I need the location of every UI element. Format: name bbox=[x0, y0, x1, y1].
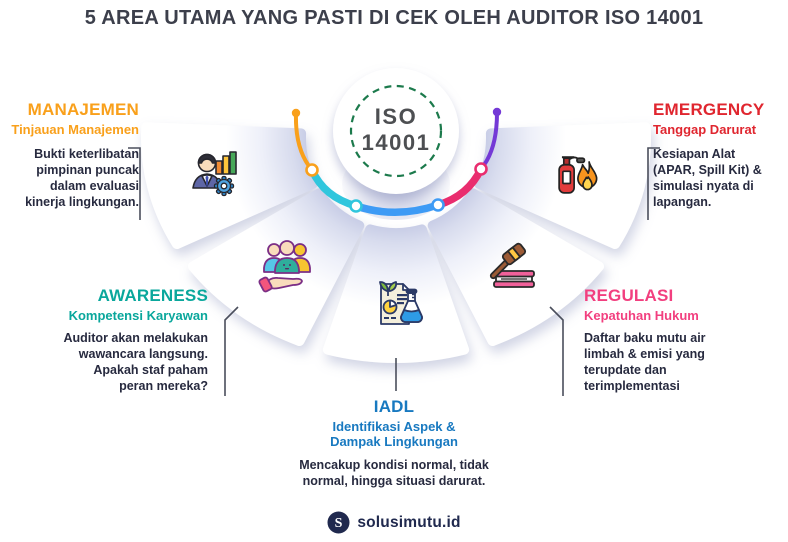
section-heading: REGULASI bbox=[584, 286, 674, 305]
section-heading: AWARENESS bbox=[97, 286, 208, 305]
environment-report-flask-icon bbox=[379, 281, 423, 325]
section-regulasi: REGULASI Kepatuhan Hukum Daftar baku mut… bbox=[584, 286, 746, 394]
connector-emergency bbox=[647, 147, 660, 220]
section-emergency: EMERGENCY Tanggap Darurat Kesiapan Alat … bbox=[653, 100, 788, 210]
section-heading: IADL bbox=[373, 397, 415, 416]
dashed-ring bbox=[349, 84, 443, 178]
petal-regulasi bbox=[427, 188, 604, 346]
employees-care-hand-icon bbox=[258, 240, 311, 293]
section-body: Bukti keterlibatan pimpinan puncak dalam… bbox=[25, 147, 139, 210]
arc-end-dot-orange bbox=[291, 108, 301, 118]
footer: S solusimutu.id bbox=[0, 511, 788, 534]
gavel-law-book-icon bbox=[489, 242, 535, 288]
businessman-chart-gear-icon bbox=[192, 151, 237, 197]
section-heading: EMERGENCY bbox=[653, 100, 765, 119]
fire-extinguisher-flame-icon bbox=[558, 156, 598, 194]
section-body: Kesiapan Alat (APAR, Spill Kit) & simula… bbox=[653, 147, 762, 210]
section-iadl: IADL Identifikasi Aspek & Dampak Lingkun… bbox=[292, 397, 496, 489]
connectors bbox=[128, 147, 660, 396]
brand-name: solusimutu.id bbox=[357, 513, 461, 531]
connector-awareness bbox=[224, 306, 239, 396]
section-subheading: Tanggap Darurat bbox=[653, 121, 757, 137]
arc-node-3 bbox=[431, 198, 445, 212]
iso-14001-badge: ISO 14001 bbox=[331, 104, 461, 156]
section-body: Mencakup kondisi normal, tidak normal, h… bbox=[299, 457, 489, 488]
arc-segment-blue bbox=[352, 201, 442, 216]
connector-manajemen bbox=[128, 147, 141, 220]
section-manajemen: MANAJEMEN Tinjauan Manajemen Bukti keter… bbox=[0, 100, 139, 210]
section-subheading: Kompetensi Karyawan bbox=[68, 307, 208, 323]
section-body: Daftar baku mutu air limbah & emisi yang… bbox=[584, 331, 706, 394]
iso-badge-line2: 14001 bbox=[361, 129, 431, 155]
arc-node-2 bbox=[349, 199, 363, 213]
section-heading: MANAJEMEN bbox=[27, 100, 139, 119]
arc-end-dot-purple bbox=[492, 107, 502, 117]
solusimutu-logo-icon: S bbox=[327, 511, 350, 534]
section-subheading: Kepatuhan Hukum bbox=[584, 307, 699, 323]
section-subheading: Identifikasi Aspek & Dampak Lingkungan bbox=[330, 418, 458, 450]
iso-badge-line1: ISO bbox=[374, 104, 418, 129]
connector-regulasi bbox=[549, 306, 564, 396]
arc-nodes bbox=[291, 107, 502, 213]
section-subheading: Tinjauan Manajemen bbox=[11, 121, 139, 137]
arc-node-4 bbox=[474, 162, 488, 176]
arc-node-1 bbox=[305, 163, 319, 177]
svg-text:S: S bbox=[335, 516, 343, 531]
section-awareness: AWARENESS Kompetensi Karyawan Auditor ak… bbox=[62, 286, 209, 394]
section-body: Auditor akan melakukan wawancara langsun… bbox=[63, 331, 209, 394]
page-title: 5 AREA UTAMA YANG PASTI DI CEK OLEH AUDI… bbox=[84, 7, 704, 29]
